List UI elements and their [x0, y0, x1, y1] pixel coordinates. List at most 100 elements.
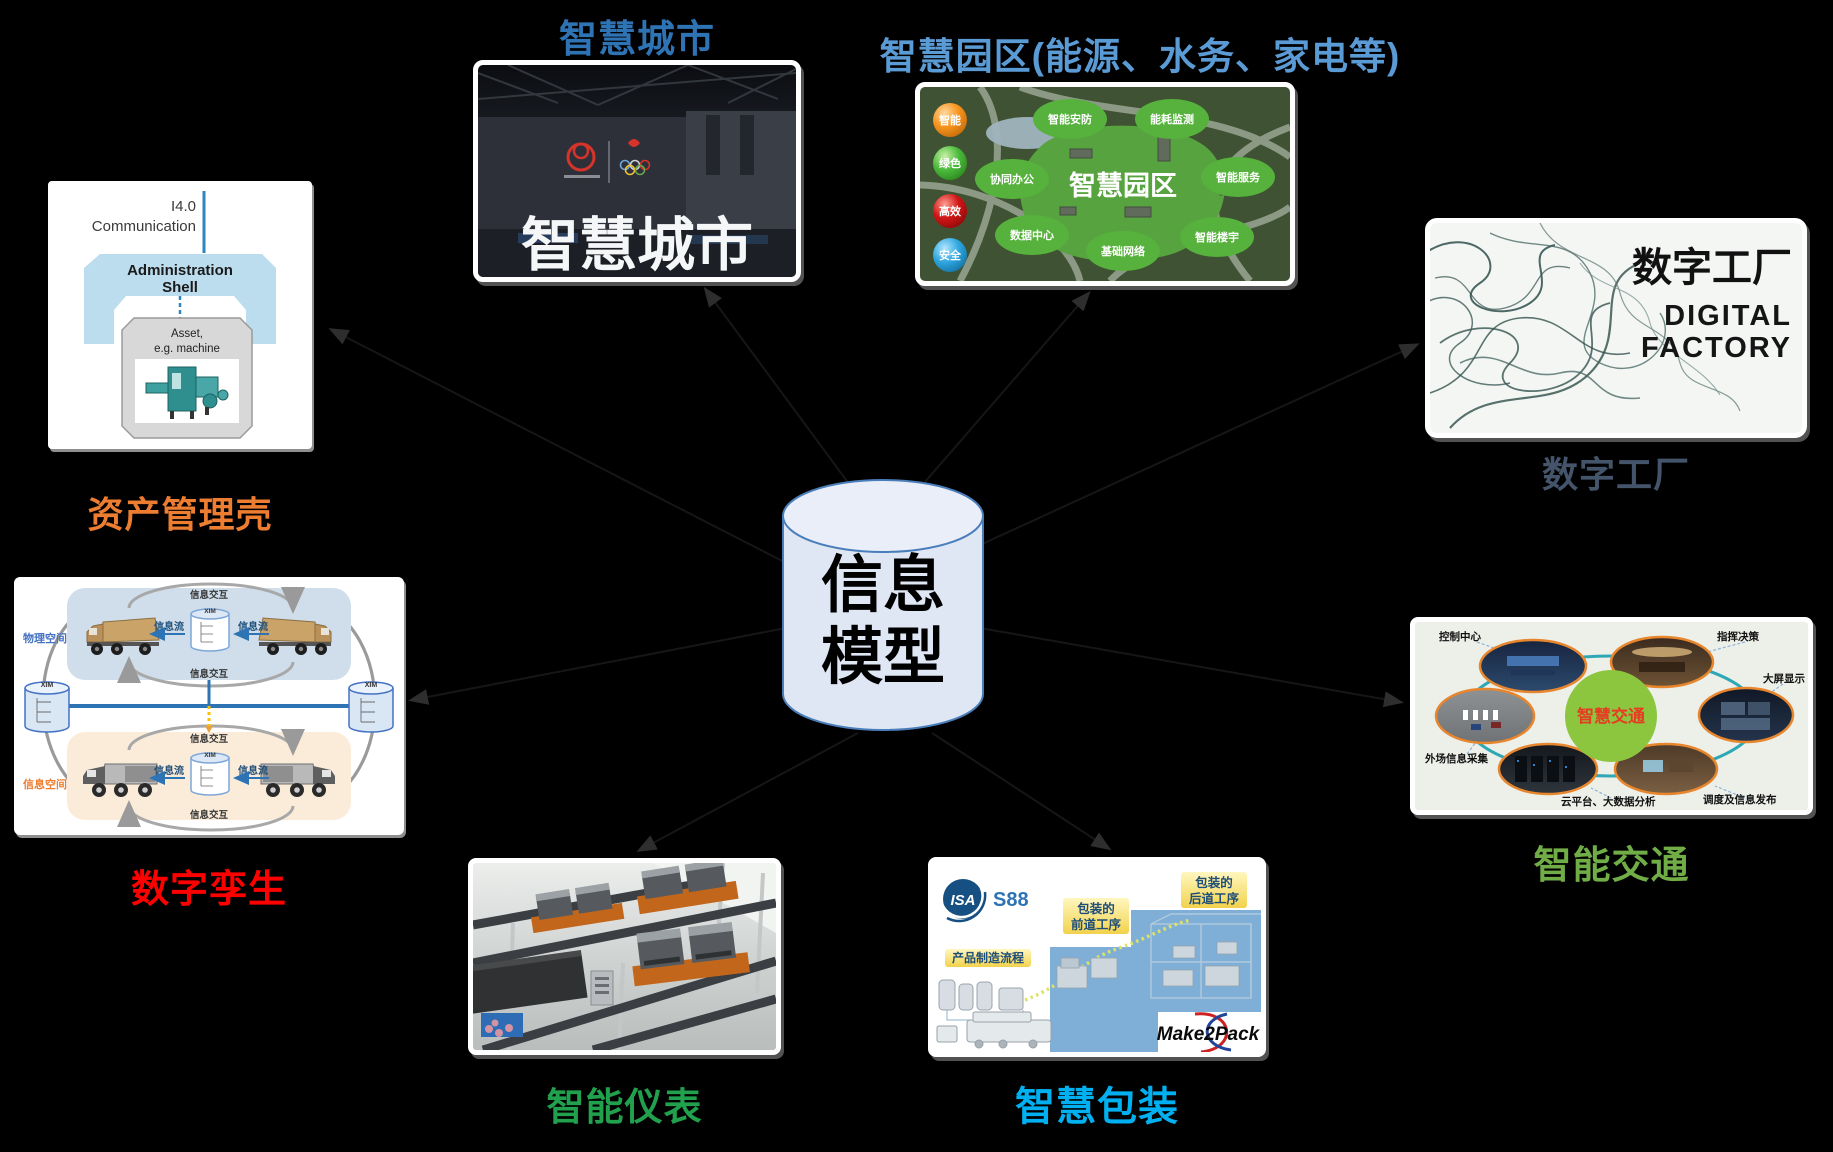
svg-text:XIM: XIM	[204, 752, 216, 759]
smart-transport-center-circle	[1565, 670, 1657, 762]
smart-meter-image	[468, 858, 781, 1055]
info-exchange-bot1: 信息交互	[190, 733, 229, 745]
virtual-truck-left	[83, 763, 158, 797]
bubble-office: 协同办公	[990, 172, 1034, 186]
ball-safe: 安全	[939, 248, 962, 262]
olympic-logo	[619, 139, 651, 176]
svg-text:XIM: XIM	[204, 608, 216, 615]
asset-text-1: Asset,	[171, 328, 203, 340]
label-product-process: 产品制造流程	[945, 949, 1031, 967]
digital-factory-image: 数字工厂 DIGITAL FACTORY	[1425, 218, 1807, 438]
model-cylinder-physical: XIM	[190, 608, 230, 652]
filler-machine	[936, 1011, 1052, 1049]
info-flow-tr: 信息流	[238, 620, 268, 633]
bubble-security: 智能安防	[1048, 112, 1092, 126]
product-flow-line	[1024, 918, 1192, 1002]
park-bubbles	[975, 99, 1275, 271]
svg-text:Make2Pack: Make2Pack	[1157, 1024, 1261, 1045]
asset-text-2: e.g. machine	[154, 343, 220, 355]
big-screen-photo	[1697, 686, 1795, 744]
digital-factory-en1: DIGITAL	[1664, 300, 1792, 332]
ball-efficient: 高效	[939, 204, 962, 218]
label-back-process: 包装的 后道工序	[1181, 872, 1247, 908]
smart-transport-image: 智慧交通 控制中心 指挥决策 大屏显示 外场信息采集 云平台、大数据分析 调度及…	[1410, 617, 1813, 815]
cylinder-text-line1: 信息	[821, 551, 945, 620]
callout-field-info: 外场信息采集	[1424, 752, 1488, 765]
shell-text-2: Shell	[162, 279, 198, 296]
physical-truck-left	[86, 617, 160, 655]
side-cylinder-left: XIM	[24, 681, 70, 733]
info-exchange-top1: 信息交互	[190, 589, 229, 601]
digital-factory-label: 数字工厂	[1541, 454, 1690, 495]
callout-command: 指挥决策	[1717, 630, 1759, 643]
cylinder-text-line2: 模型	[821, 623, 945, 692]
communication-text: Communication	[92, 218, 196, 235]
isa-logo: ISA	[941, 879, 987, 923]
bubble-datacenter: 数据中心	[1010, 228, 1054, 242]
info-exchange-bot2: 信息交互	[190, 809, 229, 821]
asset-admin-shell-image: I4.0 Communication Administration Shell …	[48, 181, 312, 449]
svg-text:ISA: ISA	[950, 892, 975, 909]
park-center-field	[1020, 125, 1225, 262]
ceiling-truss	[478, 65, 796, 106]
bubble-service: 智能服务	[1216, 170, 1261, 184]
physical-space-text: 物理空间	[23, 631, 67, 645]
svg-text:前道工序: 前道工序	[1071, 917, 1122, 932]
photo-details	[1463, 647, 1770, 782]
smart-city-label: 智慧城市	[558, 19, 715, 61]
smart-city-image: 智慧城市	[473, 60, 801, 282]
digital-factory-cn-text: 数字工厂	[1632, 246, 1792, 290]
info-space-text: 信息空间	[23, 777, 67, 791]
s88-text: S88	[993, 889, 1029, 911]
svg-text:XIM: XIM	[365, 682, 378, 689]
park-balls: 智能 绿色 高效 安全	[933, 103, 967, 272]
information-model-cylinder: 信息 模型	[782, 479, 984, 731]
smart-park-center-text: 智慧园区	[1069, 171, 1177, 201]
model-cylinder-virtual: XIM	[190, 752, 230, 796]
svg-text:产品制造流程: 产品制造流程	[952, 950, 1024, 965]
info-flow-bl: 信息流	[154, 764, 184, 777]
pink-parts	[485, 1019, 513, 1037]
machine-illustration	[145, 366, 229, 419]
ball-smart: 智能	[939, 113, 961, 127]
dark-table	[473, 950, 588, 1014]
svg-text:包装的: 包装的	[1194, 875, 1233, 890]
info-flow-br: 信息流	[238, 764, 268, 777]
smart-city-banner-text: 智慧城市	[521, 213, 753, 277]
blue-step-region	[1050, 910, 1261, 1052]
i40-text: I4.0	[171, 198, 196, 215]
shell-text-1: Administration	[127, 262, 233, 279]
label-front-process: 包装的 前道工序	[1063, 898, 1129, 934]
smart-packaging-image: ISA S88 产品制造流程 包装的 前道工序 包装的 后道工序 Make2Pa…	[928, 857, 1266, 1057]
smart-park-label: 智慧园区(能源、水务、家电等)	[879, 36, 1401, 77]
smart-packaging-label: 智慧包装	[1015, 1085, 1179, 1129]
process-tanks	[938, 979, 1024, 1021]
smart-meter-label: 智能仪表	[546, 1087, 703, 1129]
virtual-truck-right	[260, 763, 335, 797]
callout-cloud: 云平台、大数据分析	[1561, 795, 1656, 808]
asset-admin-shell-label: 资产管理壳	[87, 494, 273, 535]
digital-twin-image: 信息交互 信息交互 XIM 信息流	[14, 577, 404, 835]
info-exchange-top2: 信息交互	[190, 668, 229, 680]
info-flow-tl: 信息流	[154, 620, 184, 633]
ball-green: 绿色	[939, 156, 961, 170]
wire-scribbles	[1430, 223, 1741, 429]
administration-shell-shape	[84, 254, 276, 344]
callout-bigscreen: 大屏显示	[1763, 672, 1805, 685]
pallet-row-mid	[632, 921, 750, 987]
pallet-row-top	[530, 863, 739, 934]
callout-dispatch: 调度及信息发布	[1703, 793, 1777, 806]
bubble-building: 智能楼宇	[1195, 230, 1239, 244]
unicom-logo	[564, 142, 600, 178]
physical-truck-right	[258, 617, 332, 655]
digital-twin-label: 数字孪生	[130, 869, 287, 911]
mid-machines	[1056, 957, 1118, 989]
svg-text:XIM: XIM	[41, 682, 54, 689]
svg-text:后道工序: 后道工序	[1189, 891, 1240, 906]
smart-park-image: 智慧园区 智能安防 能耗监测 协同办公 智能服务 数据中心 基础网络 智能楼宇 …	[915, 82, 1295, 286]
dispatch-office-photo	[1613, 742, 1719, 796]
packaging-machines-right	[1162, 941, 1240, 987]
svg-text:包装的: 包装的	[1076, 901, 1115, 916]
